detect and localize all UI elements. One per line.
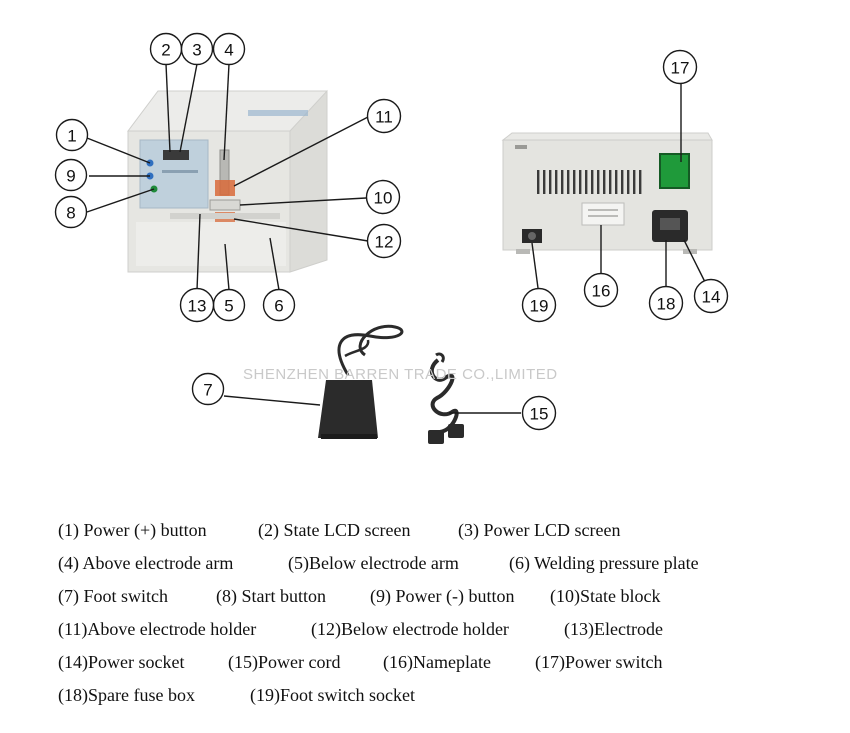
legend-item-4: (4) Above electrode arm (58, 553, 234, 573)
svg-text:18: 18 (657, 295, 676, 314)
callouts: 1 2 3 4 5 6 7 8 9 10 11 12 13 14 15 16 1… (54, 32, 729, 431)
legend-item-10: (10)State block (550, 586, 661, 606)
svg-text:13: 13 (188, 297, 207, 316)
svg-text:16: 16 (592, 282, 611, 301)
legend-row: (4) Above electrode arm (5)Below electro… (58, 547, 818, 580)
legend-item-8: (8) Start button (216, 586, 326, 606)
foot-switch (318, 324, 404, 439)
legend-item-3: (3) Power LCD screen (458, 520, 621, 540)
svg-text:7: 7 (203, 381, 212, 400)
callout-6: 6 (262, 288, 296, 322)
callout-15: 15 (521, 395, 557, 431)
callout-1: 1 (55, 118, 89, 152)
callout-13: 13 (179, 287, 215, 323)
legend-row: (14)Power socket (15)Power cord (16)Name… (58, 646, 818, 679)
svg-text:3: 3 (192, 41, 201, 60)
state-block (209, 199, 241, 211)
callout-18: 18 (648, 285, 684, 321)
callout-12: 12 (366, 223, 402, 259)
callout-10: 10 (365, 179, 401, 215)
callout-4: 4 (212, 32, 246, 66)
callout-19: 19 (521, 287, 557, 323)
svg-text:9: 9 (66, 167, 75, 186)
legend-item-5: (5)Below electrode arm (288, 553, 459, 573)
welding-pressure-plate (170, 213, 280, 219)
watermark: SHENZHEN BARREN TRADE CO.,LIMITED (243, 366, 558, 383)
svg-text:4: 4 (224, 41, 233, 60)
svg-text:5: 5 (224, 297, 233, 316)
svg-text:19: 19 (530, 297, 549, 316)
svg-text:1: 1 (67, 127, 76, 146)
legend-item-15: (15)Power cord (228, 652, 341, 672)
device-front-view (127, 89, 328, 273)
legend-row: (7) Foot switch (8) Start button (9) Pow… (58, 580, 818, 613)
svg-text:2: 2 (161, 41, 170, 60)
callout-3: 3 (180, 32, 214, 66)
legend-item-6: (6) Welding pressure plate (509, 553, 699, 573)
svg-text:12: 12 (375, 233, 394, 252)
leader-lines (86, 63, 706, 414)
svg-text:11: 11 (375, 108, 393, 127)
callout-14: 14 (693, 278, 729, 314)
legend-item-13: (13)Electrode (564, 619, 663, 639)
legend-item-1: (1) Power (+) button (58, 520, 207, 540)
legend-item-17: (17)Power switch (535, 652, 663, 672)
callout-17: 17 (662, 49, 698, 85)
svg-text:15: 15 (530, 405, 549, 424)
callout-16: 16 (583, 272, 619, 308)
legend-item-12: (12)Below electrode holder (311, 619, 509, 639)
rear-vents (537, 170, 642, 194)
svg-text:14: 14 (702, 288, 721, 307)
parts-legend: (1) Power (+) button (2) State LCD scree… (58, 514, 818, 712)
above-electrode-holder (215, 180, 235, 196)
svg-text:10: 10 (374, 189, 393, 208)
callout-7: 7 (191, 372, 225, 406)
callout-9: 9 (54, 158, 88, 192)
legend-item-19: (19)Foot switch socket (250, 685, 415, 705)
legend-item-7: (7) Foot switch (58, 586, 168, 606)
callout-11: 11 (366, 98, 402, 134)
legend-item-11: (11)Above electrode holder (58, 619, 257, 639)
legend-item-14: (14)Power socket (58, 652, 185, 672)
svg-text:8: 8 (66, 204, 75, 223)
legend-item-18: (18)Spare fuse box (58, 685, 195, 705)
svg-text:17: 17 (671, 59, 690, 78)
lcd-screen (163, 150, 189, 160)
legend-item-16: (16)Nameplate (383, 652, 491, 672)
legend-row: (11)Above electrode holder (12)Below ele… (58, 613, 818, 646)
legend-item-2: (2) State LCD screen (258, 520, 411, 540)
power-switch (659, 153, 690, 189)
svg-text:6: 6 (274, 297, 283, 316)
nameplate (581, 202, 625, 226)
callout-2: 2 (149, 32, 183, 66)
legend-row: (1) Power (+) button (2) State LCD scree… (58, 514, 818, 547)
callout-5: 5 (212, 288, 246, 322)
legend-item-9: (9) Power (-) button (370, 586, 515, 606)
legend-row: (18)Spare fuse box (19)Foot switch socke… (58, 679, 818, 712)
callout-8: 8 (54, 195, 88, 229)
